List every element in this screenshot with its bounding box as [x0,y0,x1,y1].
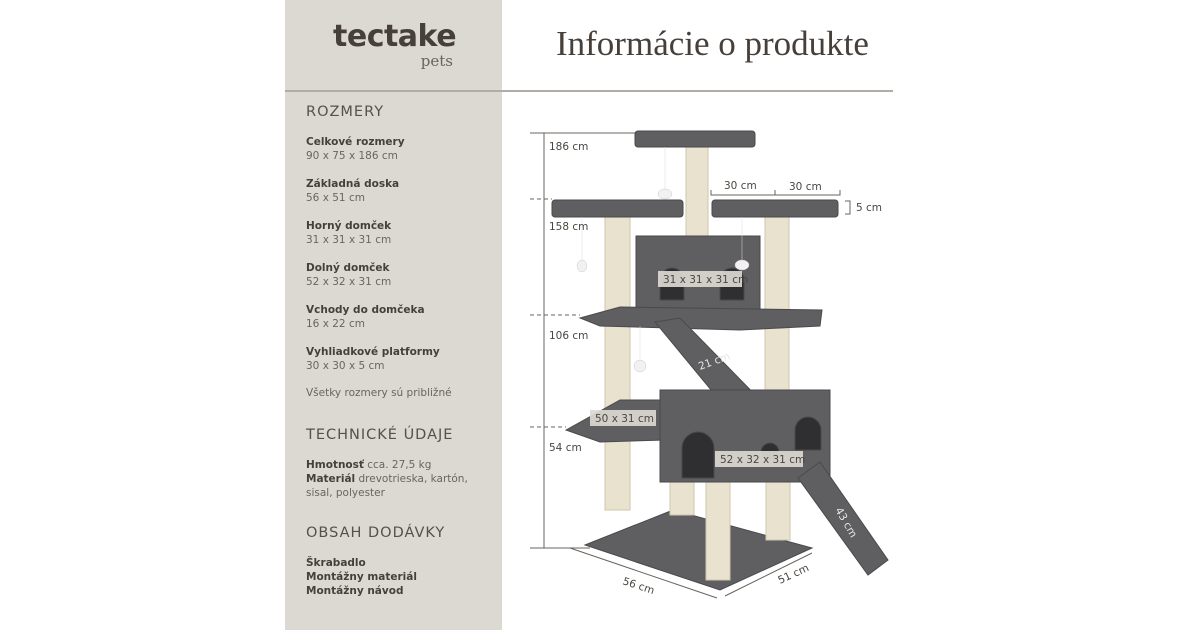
brand-name: tectake [333,19,457,54]
dim-item: Vyhliadkové platformy 30 x 30 x 5 cm [306,345,440,373]
middle-platform [578,306,823,331]
dim-label: Celkové rozmery [306,136,405,148]
dim-item: Dolný domček 52 x 32 x 31 cm [306,261,391,289]
contents-item: Montážny materiál [306,571,417,583]
sisal-post [705,469,731,581]
platform-height-label: 5 cm [856,202,882,214]
dim-value: 56 x 51 cm [306,192,365,204]
platform-width-label: 30 cm [724,180,757,192]
dim-value: 52 x 32 x 31 cm [306,276,392,288]
dim-value: 31 x 31 x 31 cm [306,234,392,246]
base-board [583,509,814,591]
sisal-post [604,214,631,511]
sisal-post [764,214,790,396]
side-platform-label: 50 x 31 cm [595,413,654,425]
dimensions-note: Všetky rozmery sú približné [306,387,452,399]
contents-list: Škrabadlo Montážny materiál Montážny náv… [306,556,417,598]
title-divider [285,90,893,92]
weight-label: Hmotnosť [306,459,364,471]
dim-value: 30 x 30 x 5 cm [306,360,385,372]
base-width-label: 56 cm [621,575,656,597]
dim-value: 16 x 22 cm [306,318,365,330]
brand-logo: tectake pets [333,19,457,70]
technical-heading: TECHNICKÉ ÚDAJE [306,427,454,443]
height-label-106: 106 cm [549,330,588,342]
contents-item: Škrabadlo [306,557,366,569]
lower-house-label: 52 x 32 x 31 cm [720,454,805,466]
dim-item: Horný domček 31 x 31 x 31 cm [306,219,391,247]
dim-label: Základná doska [306,178,400,190]
height-label-158: 158 cm [549,221,588,233]
contents-heading: OBSAH DODÁVKY [306,525,446,541]
top-platform [634,130,756,148]
toy-mice [576,147,750,373]
platform-depth-label: 30 cm [789,181,822,193]
dim-value: 90 x 75 x 186 cm [306,150,398,162]
right-platform [711,199,839,218]
contents-item: Montážny návod [306,585,404,597]
info-sidebar: tectake pets ROZMERY Celkové rozmery 90 x… [285,0,502,630]
technical-details: Hmotnosť cca. 27,5 kg Materiál drevotrie… [306,458,486,500]
ladder [797,461,889,576]
dim-label: Dolný domček [306,262,390,274]
upper-house-label: 31 x 31 x 31 cm [663,274,748,286]
weight-value: cca. 27,5 kg [367,459,432,471]
dimension-lines [530,132,851,599]
dim-label: Vyhliadkové platformy [306,346,440,358]
dimensions-heading: ROZMERY [306,104,385,120]
height-label-186: 186 cm [549,141,588,153]
brand-sub: pets [420,52,453,70]
page-title: Informácie o produkte [556,24,869,63]
sisal-post [685,144,709,241]
dim-item: Celkové rozmery 90 x 75 x 186 cm [306,135,405,163]
cat-tree [551,130,889,591]
height-label-54: 54 cm [549,442,582,454]
material-label: Materiál [306,473,356,485]
base-depth-label: 51 cm [776,562,811,587]
dim-item: Základná doska 56 x 51 cm [306,177,399,205]
left-platform [551,199,684,218]
dim-item: Vchody do domčeka 16 x 22 cm [306,303,425,331]
dim-label: Vchody do domčeka [306,304,425,316]
dim-label: Horný domček [306,220,392,232]
material-value: drevotrieska, kartón, sisal, polyester [306,473,468,499]
